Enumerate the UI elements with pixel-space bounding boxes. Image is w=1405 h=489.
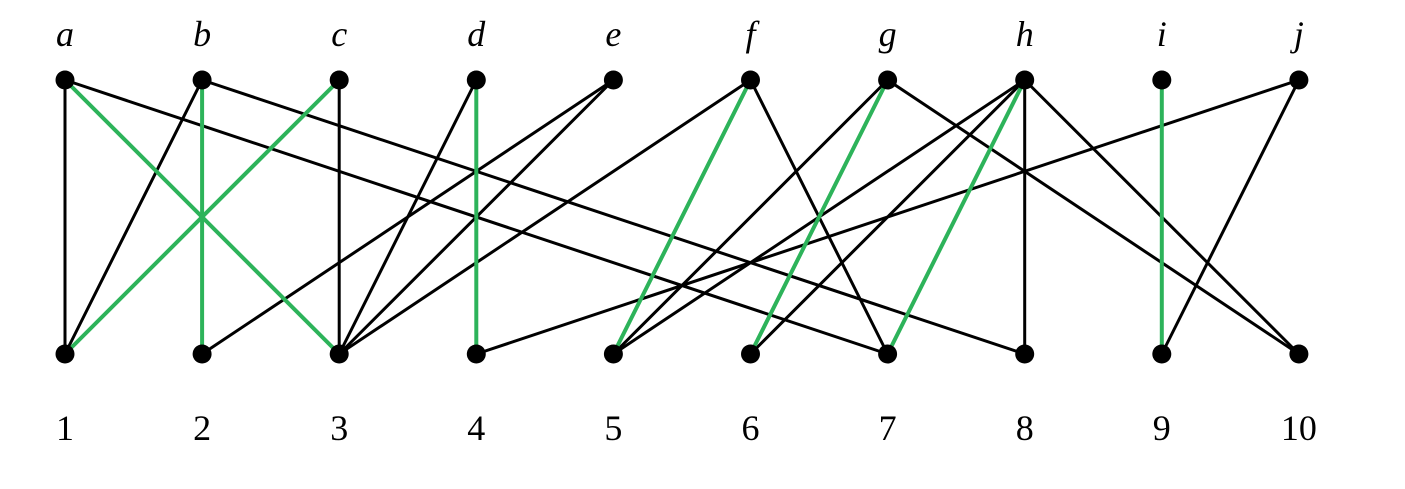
top-node-j (1289, 70, 1309, 90)
matching-edge-f-5 (611, 78, 753, 356)
bottom-node-6 (741, 344, 760, 364)
top-node-label-a: a (56, 14, 74, 54)
bottom-node-label-6: 6 (742, 408, 760, 448)
top-node-label-g: g (879, 14, 897, 54)
top-node-label-d: d (467, 14, 486, 54)
top-node-label-c: c (331, 14, 347, 54)
top-node-b (192, 70, 212, 90)
bottom-node-4 (466, 344, 486, 364)
bottom-node-8 (1015, 344, 1035, 364)
edge-j-4 (474, 78, 1301, 356)
matching-edge-c-1 (63, 78, 342, 356)
matching-edges-layer (63, 78, 1164, 356)
edge-b-1 (63, 78, 204, 356)
bottom-node-9 (1152, 344, 1172, 364)
matching-edge-g-6 (748, 78, 890, 356)
edge-j-9 (1160, 78, 1301, 356)
bottom-node-label-2: 2 (193, 408, 211, 448)
edge-g-5 (611, 78, 890, 356)
top-node-label-h: h (1016, 14, 1034, 54)
top-node-h (1015, 70, 1035, 90)
bottom-node-label-3: 3 (330, 408, 348, 448)
top-node-label-f: f (745, 14, 760, 54)
bottom-node-label-7: 7 (879, 408, 897, 448)
labels-layer: a b c d e f g h i j 1 2 3 4 5 6 7 8 9 10 (56, 14, 1317, 448)
top-node-e (603, 70, 623, 90)
top-node-a (55, 70, 75, 90)
edge-f-3 (337, 78, 752, 356)
bottom-node-label-8: 8 (1016, 408, 1034, 448)
bottom-node-label-4: 4 (467, 408, 485, 448)
bottom-node-7 (878, 344, 898, 364)
edge-g-10 (886, 78, 1301, 356)
top-node-g (878, 70, 898, 90)
bottom-node-2 (192, 344, 212, 364)
top-node-label-j: j (1290, 14, 1304, 54)
top-node-i (1152, 70, 1172, 90)
top-node-c (329, 70, 349, 90)
bottom-node-label-9: 9 (1153, 408, 1171, 448)
bottom-node-10 (1289, 344, 1309, 364)
edge-b-8 (200, 78, 1027, 356)
top-node-label-e: e (605, 14, 621, 54)
bottom-node-label-10: 10 (1281, 408, 1317, 448)
edge-e-2 (200, 78, 615, 356)
top-node-label-b: b (193, 14, 211, 54)
nodes-layer (55, 70, 1309, 364)
bottom-node-3 (329, 344, 349, 364)
bottom-node-1 (55, 344, 75, 364)
top-node-d (466, 70, 486, 90)
bottom-node-label-1: 1 (56, 408, 74, 448)
bottom-node-label-5: 5 (604, 408, 622, 448)
top-node-label-i: i (1157, 14, 1167, 54)
matching-edge-h-7 (885, 78, 1027, 356)
top-node-f (741, 70, 760, 90)
bottom-node-5 (603, 344, 623, 364)
